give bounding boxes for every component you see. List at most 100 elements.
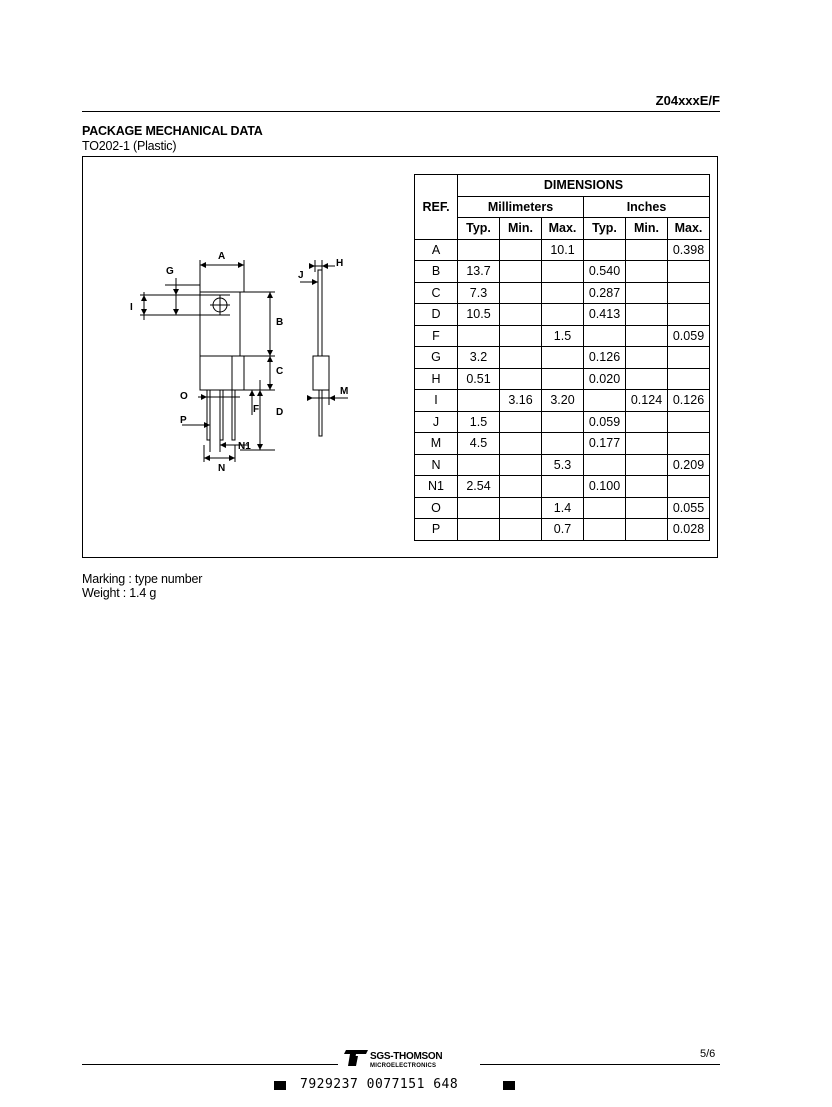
value-cell <box>583 238 626 261</box>
footer-rule <box>82 1064 338 1065</box>
value-cell: 0.100 <box>583 475 626 498</box>
ref-cell: B <box>414 260 458 283</box>
value-cell: 10.5 <box>457 303 500 326</box>
value-cell: 0.413 <box>583 303 626 326</box>
dim-label-g: G <box>166 266 174 277</box>
value-cell: 1.4 <box>541 496 584 519</box>
dim-label-n1: N1 <box>238 441 251 452</box>
value-cell <box>499 324 542 347</box>
value-cell: 0.059 <box>667 324 710 347</box>
value-cell <box>625 410 668 433</box>
ref-header: REF. <box>414 174 458 240</box>
value-cell <box>499 475 542 498</box>
value-cell <box>541 475 584 498</box>
value-cell <box>667 346 710 369</box>
value-cell <box>457 453 500 476</box>
section-subtitle: TO202-1 (Plastic) <box>82 139 177 153</box>
package-outline-drawing: A B C D F G H I J M N N1 O P <box>130 251 348 474</box>
dim-label-c: C <box>276 366 283 377</box>
value-cell: 0.540 <box>583 260 626 283</box>
barcode-marker <box>274 1081 286 1090</box>
value-cell <box>625 346 668 369</box>
col-header: Typ. <box>583 217 626 240</box>
value-cell <box>667 303 710 326</box>
value-cell: 3.2 <box>457 346 500 369</box>
value-cell <box>667 281 710 304</box>
ref-cell: F <box>414 324 458 347</box>
document-id: Z04xxxE/F <box>655 93 720 108</box>
value-cell <box>625 518 668 541</box>
col-header: Min. <box>499 217 542 240</box>
value-cell <box>499 518 542 541</box>
value-cell: 1.5 <box>541 324 584 347</box>
value-cell: 0.126 <box>667 389 710 412</box>
inches-header: Inches <box>583 195 710 218</box>
value-cell <box>667 260 710 283</box>
barcode-marker <box>503 1081 515 1090</box>
col-header: Min. <box>625 217 668 240</box>
company-name: SGS-THOMSON <box>370 1051 443 1062</box>
ref-cell: H <box>414 367 458 390</box>
value-cell <box>457 238 500 261</box>
dim-label-b: B <box>276 317 283 328</box>
header-rule <box>82 111 720 112</box>
ref-cell: O <box>414 496 458 519</box>
value-cell <box>625 260 668 283</box>
value-cell <box>541 303 584 326</box>
ref-cell: P <box>414 518 458 541</box>
value-cell: 2.54 <box>457 475 500 498</box>
value-cell <box>499 410 542 433</box>
value-cell: 0.055 <box>667 496 710 519</box>
value-cell <box>541 346 584 369</box>
value-cell <box>667 475 710 498</box>
value-cell: 0.287 <box>583 281 626 304</box>
value-cell: 4.5 <box>457 432 500 455</box>
value-cell <box>541 432 584 455</box>
value-cell <box>541 281 584 304</box>
value-cell: 0.398 <box>667 238 710 261</box>
ref-cell: J <box>414 410 458 433</box>
value-cell <box>625 281 668 304</box>
value-cell <box>625 453 668 476</box>
value-cell: 5.3 <box>541 453 584 476</box>
millimeters-header: Millimeters <box>457 195 584 218</box>
footer-rule <box>480 1064 720 1065</box>
ref-cell: G <box>414 346 458 369</box>
ref-cell: C <box>414 281 458 304</box>
table-row: O 1.4 0.055 <box>414 496 710 519</box>
dim-label-f: F <box>253 404 259 415</box>
dim-label-m: M <box>340 386 348 397</box>
value-cell <box>625 303 668 326</box>
col-header: Max. <box>541 217 584 240</box>
value-cell <box>583 453 626 476</box>
dim-label-d: D <box>276 407 283 418</box>
value-cell <box>541 260 584 283</box>
dim-label-i: I <box>130 302 133 313</box>
col-header: Typ. <box>457 217 500 240</box>
value-cell <box>499 496 542 519</box>
value-cell <box>457 496 500 519</box>
section-title: PACKAGE MECHANICAL DATA <box>82 124 263 138</box>
value-cell: 0.028 <box>667 518 710 541</box>
value-cell: 13.7 <box>457 260 500 283</box>
page-number: 5/6 <box>700 1048 716 1060</box>
dim-label-o: O <box>180 391 188 402</box>
ref-cell: A <box>414 238 458 261</box>
barcode-text: 7929237 0077151 648 <box>300 1077 459 1092</box>
dim-label-a: A <box>218 251 225 262</box>
value-cell <box>583 496 626 519</box>
ref-cell: I <box>414 389 458 412</box>
value-cell <box>457 518 500 541</box>
value-cell: 0.177 <box>583 432 626 455</box>
value-cell: 0.020 <box>583 367 626 390</box>
company-subtitle: MICROELECTRONICS <box>370 1063 437 1069</box>
value-cell <box>625 238 668 261</box>
value-cell: 0.7 <box>541 518 584 541</box>
